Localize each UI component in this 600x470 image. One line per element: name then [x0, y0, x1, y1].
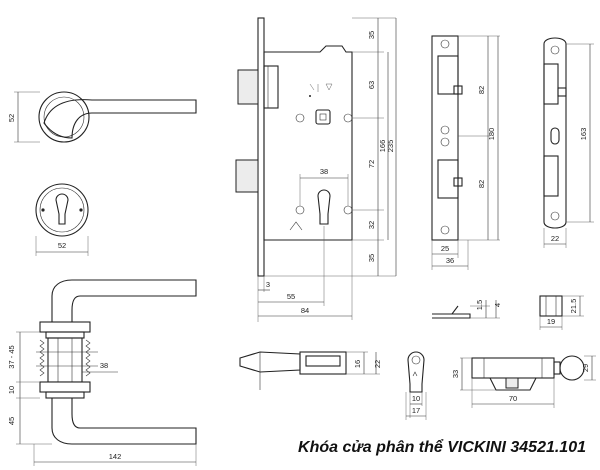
- strike-total-label: 180: [487, 128, 496, 141]
- latch-height-1-label: 16: [353, 360, 362, 368]
- box-height-label: 21.5: [569, 299, 578, 314]
- body-top-gap-label: 35: [367, 31, 376, 39]
- bracket-height-1-label: 1.5: [475, 300, 484, 310]
- escutcheon-width-label: 52: [58, 241, 66, 250]
- cylinder-height-label: 33: [451, 370, 460, 378]
- body-total-height-label: 235: [386, 140, 395, 153]
- knob-diameter-label: 29: [581, 364, 590, 372]
- escutcheon-view: 52: [35, 183, 89, 256]
- spindle-length-label: 38: [100, 361, 108, 370]
- keeper-height-label: 163: [579, 128, 588, 141]
- faceplate-thickness-label: 3: [266, 280, 270, 289]
- strike-lower-label: 82: [477, 180, 486, 188]
- latch-unit-view: 16 22: [239, 351, 382, 390]
- body-depth-label: 84: [301, 306, 309, 315]
- cylinder-length-label: 70: [509, 394, 517, 403]
- backset-label: 55: [287, 292, 295, 301]
- strike-outer-width-label: 36: [446, 256, 454, 265]
- cylinder-end-view: 10 17: [405, 351, 427, 420]
- strike-width-label: 25: [441, 244, 449, 253]
- cylinder-width-2-label: 17: [412, 406, 420, 415]
- latch-height-2-label: 22: [373, 360, 382, 368]
- bracket-height-2-label: 4: [493, 303, 502, 307]
- handle-offset-label: 45: [7, 417, 16, 425]
- keeper-plate-view: 163 22: [543, 37, 594, 248]
- strike-plate-view: 82 180 82 25 36: [431, 35, 500, 270]
- rosette-height-label: 52: [7, 114, 16, 122]
- door-thickness-label: 37 - 45: [7, 345, 16, 368]
- handle-length-label: 142: [109, 452, 122, 461]
- cylinder-width-1-label: 10: [412, 394, 420, 403]
- rosette-handle-side-view: 52: [7, 91, 197, 143]
- box-width-label: 19: [547, 317, 555, 326]
- body-bottom-gap-label: 35: [367, 254, 376, 262]
- body-inner-height-label: 166: [378, 140, 387, 153]
- body-center-distance-label: 72: [367, 160, 376, 168]
- bracket-view: 1.5 4: [432, 300, 502, 319]
- keeper-width-label: 22: [551, 234, 559, 243]
- strike-upper-label: 82: [477, 86, 486, 94]
- box-part-view: 21.5 19: [539, 295, 584, 330]
- body-mid-gap-label: 63: [367, 81, 376, 89]
- handle-set-assembly-view: 37 - 45 10 45 38 142: [7, 279, 197, 466]
- body-lower-gap-label: 32: [367, 221, 376, 229]
- mortise-lock-body-view: 38 35 63 72 32 35 166 235 3 55 84: [235, 17, 397, 322]
- product-caption: Khóa cửa phân thể VICKINI 34521.101: [298, 438, 586, 456]
- euro-cylinder-view: 33 70 29: [451, 355, 596, 408]
- key-spacing-label: 38: [320, 167, 328, 176]
- handle-spacer-label: 10: [7, 386, 16, 394]
